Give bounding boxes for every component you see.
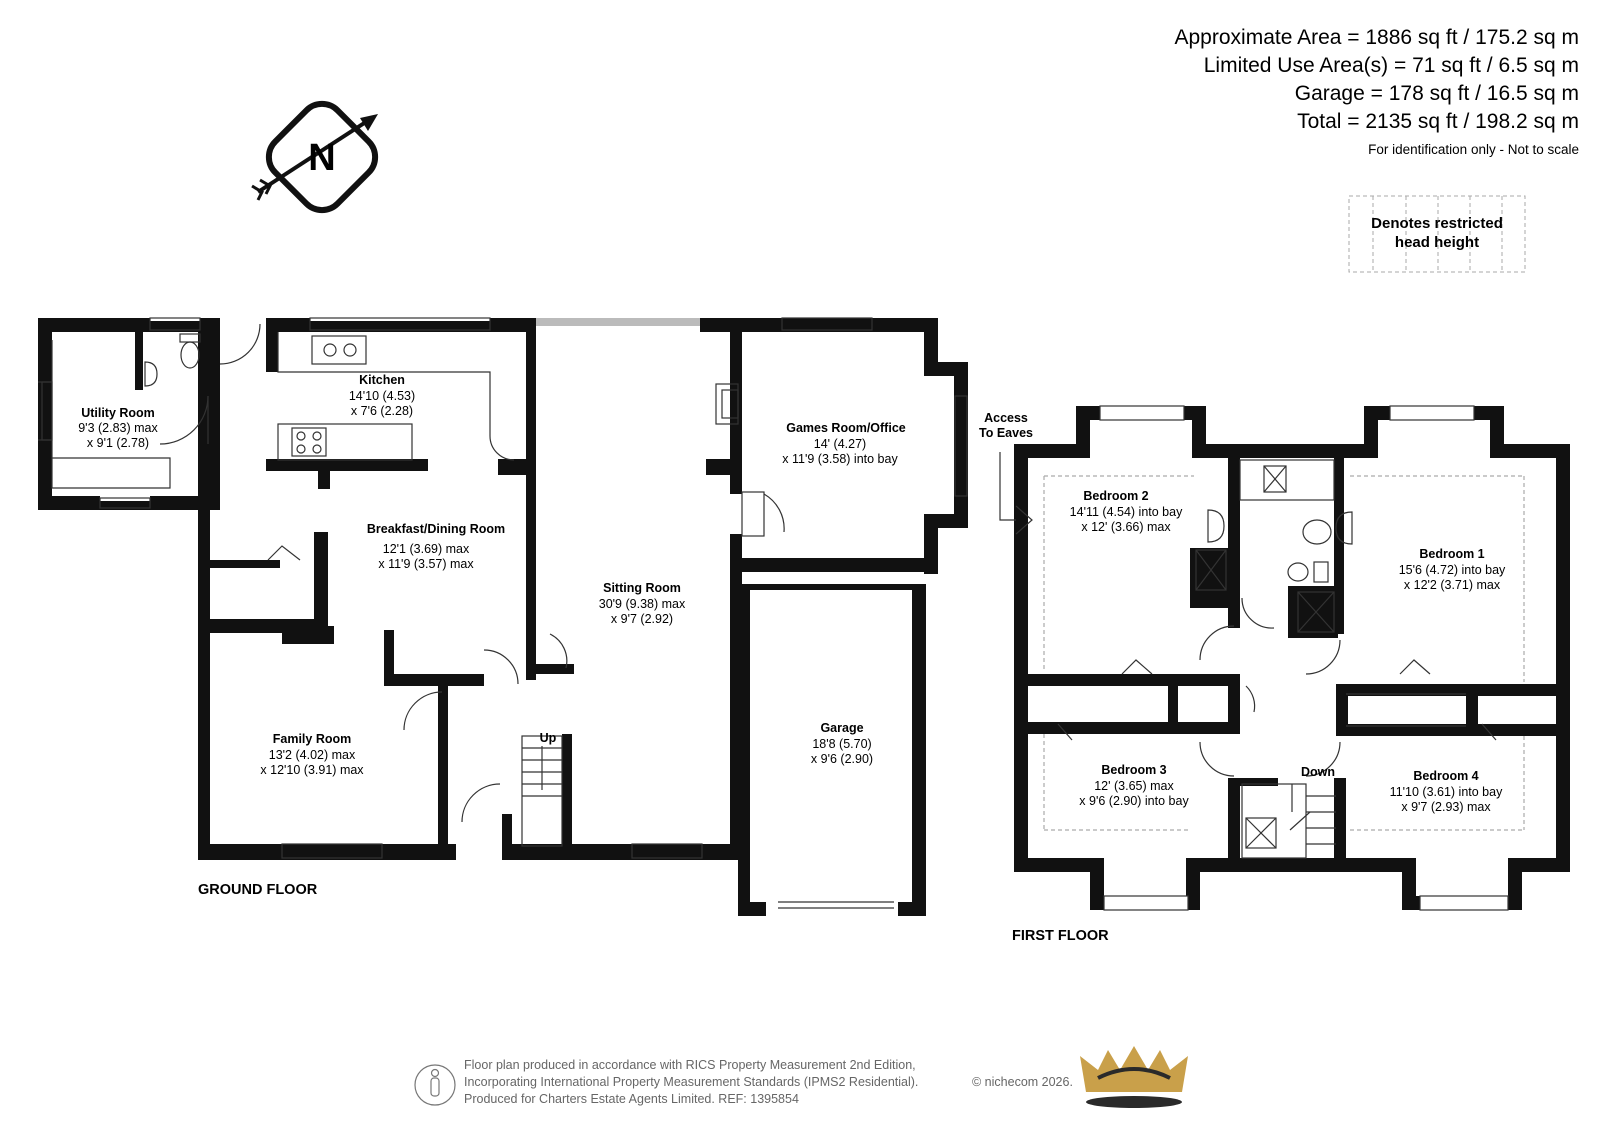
legend-line-1: Denotes restricted bbox=[1371, 215, 1503, 232]
eaves-label-1: Access bbox=[984, 411, 1028, 425]
legend-hatch-box bbox=[1348, 195, 1526, 273]
north-compass-icon: N bbox=[251, 100, 379, 214]
room-dim-bed3-2: x 9'6 (2.90) into bay bbox=[1079, 794, 1189, 808]
footer-line-3: Produced for Charters Estate Agents Limi… bbox=[464, 1092, 799, 1106]
room-dim-utility-2: x 9'1 (2.78) bbox=[87, 436, 149, 450]
room-dim-utility-1: 9'3 (2.83) max bbox=[78, 421, 158, 435]
ground-floor-fittings bbox=[38, 315, 968, 909]
room-dim-bed1-1: 15'6 (4.72) into bay bbox=[1399, 563, 1506, 577]
footer-line-1: Floor plan produced in accordance with R… bbox=[464, 1058, 916, 1072]
room-dim-sitting-1: 30'9 (9.38) max bbox=[599, 597, 686, 611]
restricted-height-legend: Denotes restricted head height bbox=[1348, 195, 1526, 273]
room-dim-breakfast-2: x 11'9 (3.57) max bbox=[378, 557, 474, 571]
room-dim-family-1: 13'2 (4.02) max bbox=[269, 748, 356, 762]
room-dim-kitchen-1: 14'10 (4.53) bbox=[349, 389, 415, 403]
room-dim-bed3-1: 12' (3.65) max bbox=[1094, 779, 1174, 793]
room-name-games: Games Room/Office bbox=[786, 421, 906, 435]
area-total: Total = 2135 sq ft / 198.2 sq m bbox=[1297, 110, 1579, 133]
room-dim-family-2: x 12'10 (3.91) max bbox=[260, 763, 364, 777]
first-floor-fittings bbox=[999, 405, 1525, 911]
area-summary: Approximate Area = 1886 sq ft / 175.2 sq… bbox=[1175, 26, 1580, 157]
area-approximate: Approximate Area = 1886 sq ft / 175.2 sq… bbox=[1175, 26, 1580, 49]
disclaimer-text: For identification only - Not to scale bbox=[1368, 142, 1579, 157]
eaves-label-2: To Eaves bbox=[979, 426, 1033, 440]
footer-line-2: Incorporating International Property Mea… bbox=[464, 1075, 918, 1089]
room-name-bed4: Bedroom 4 bbox=[1413, 769, 1478, 783]
compass-letter: N bbox=[308, 137, 335, 179]
room-dim-bed4-2: x 9'7 (2.93) max bbox=[1401, 800, 1491, 814]
person-icon bbox=[414, 1064, 456, 1106]
room-dim-sitting-2: x 9'7 (2.92) bbox=[611, 612, 673, 626]
room-dim-breakfast-1: 12'1 (3.69) max bbox=[383, 542, 470, 556]
area-garage: Garage = 178 sq ft / 16.5 sq m bbox=[1295, 82, 1579, 105]
ground-floor-labels: Utility Room 9'3 (2.83) max x 9'1 (2.78)… bbox=[78, 373, 906, 898]
room-dim-bed4-1: 11'10 (3.61) into bay bbox=[1390, 785, 1503, 799]
ground-floor-label: GROUND FLOOR bbox=[198, 882, 318, 898]
first-floor-labels: Access To Eaves Bedroom 2 14'11 (4.54) i… bbox=[979, 411, 1506, 944]
footer-copyright: © nichecom 2026. bbox=[972, 1075, 1073, 1089]
room-name-breakfast: Breakfast/Dining Room bbox=[367, 522, 505, 536]
room-name-kitchen: Kitchen bbox=[359, 373, 405, 387]
area-limited-use: Limited Use Area(s) = 71 sq ft / 6.5 sq … bbox=[1204, 54, 1579, 77]
room-dim-bed1-2: x 12'2 (3.71) max bbox=[1404, 578, 1501, 592]
room-name-utility: Utility Room bbox=[81, 406, 155, 420]
room-name-garage: Garage bbox=[820, 721, 863, 735]
room-dim-kitchen-2: x 7'6 (2.28) bbox=[351, 404, 413, 418]
room-name-bed3: Bedroom 3 bbox=[1101, 763, 1166, 777]
stairs-down-label: Down bbox=[1301, 765, 1335, 779]
room-dim-games-1: 14' (4.27) bbox=[814, 437, 866, 451]
room-name-sitting: Sitting Room bbox=[603, 581, 681, 595]
room-dim-bed2-2: x 12' (3.66) max bbox=[1081, 520, 1171, 534]
room-dim-garage-1: 18'8 (5.70) bbox=[812, 737, 871, 751]
room-name-bed2: Bedroom 2 bbox=[1083, 489, 1148, 503]
footer: Floor plan produced in accordance with R… bbox=[414, 1046, 1188, 1108]
room-name-family: Family Room bbox=[273, 732, 352, 746]
room-dim-bed2-1: 14'11 (4.54) into bay bbox=[1070, 505, 1183, 519]
room-dim-games-2: x 11'9 (3.58) into bay bbox=[782, 452, 898, 466]
first-floor-walls bbox=[1014, 406, 1570, 910]
room-name-bed1: Bedroom 1 bbox=[1419, 547, 1484, 561]
first-floor-label: FIRST FLOOR bbox=[1012, 928, 1109, 944]
stairs-up-label: Up bbox=[540, 731, 557, 745]
ground-floor-walls bbox=[38, 318, 968, 916]
legend-line-2: head height bbox=[1395, 234, 1479, 251]
crown-logo-icon bbox=[1080, 1046, 1188, 1108]
room-dim-garage-2: x 9'6 (2.90) bbox=[811, 752, 873, 766]
